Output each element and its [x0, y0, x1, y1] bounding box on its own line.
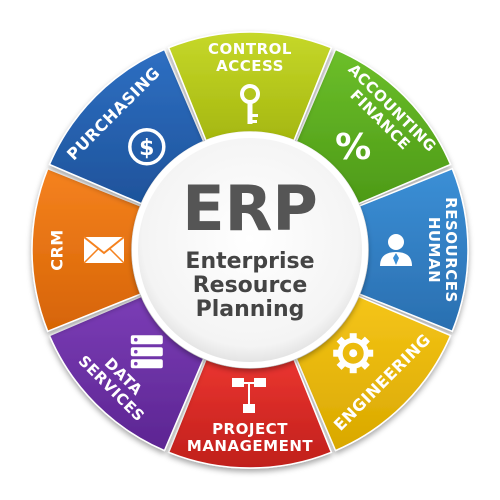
center-line-planning: Planning [196, 297, 305, 322]
center-disc [132, 132, 368, 368]
segment-label-access-1: CONTROL [208, 40, 292, 58]
segment-label-hr-1: RESOURCES [442, 197, 460, 303]
server-icon [130, 335, 163, 369]
gear-icon [333, 333, 374, 374]
percent-icon: % [335, 127, 371, 168]
key-icon [240, 84, 260, 124]
dollar-icon: $ [128, 128, 166, 166]
segment-label-crm-0: CRM [48, 229, 67, 270]
segment-label-hr-0: HUMAN [425, 217, 443, 283]
svg-text:$: $ [139, 136, 154, 161]
svg-text:%: % [335, 127, 371, 168]
org-chart-icon [232, 378, 266, 413]
segment-label-access-0: ACCESS [216, 57, 284, 75]
segment-label-project-0: PROJECT [212, 420, 288, 438]
segment-label-project-1: MANAGEMENT [187, 437, 313, 455]
person-icon [380, 234, 412, 266]
center-line-enterprise: Enterprise [185, 249, 314, 274]
center-line-resource: Resource [193, 273, 308, 298]
center-title: ERP [182, 172, 318, 245]
envelope-icon [83, 236, 125, 264]
segment-crm: CRM [31, 167, 142, 333]
